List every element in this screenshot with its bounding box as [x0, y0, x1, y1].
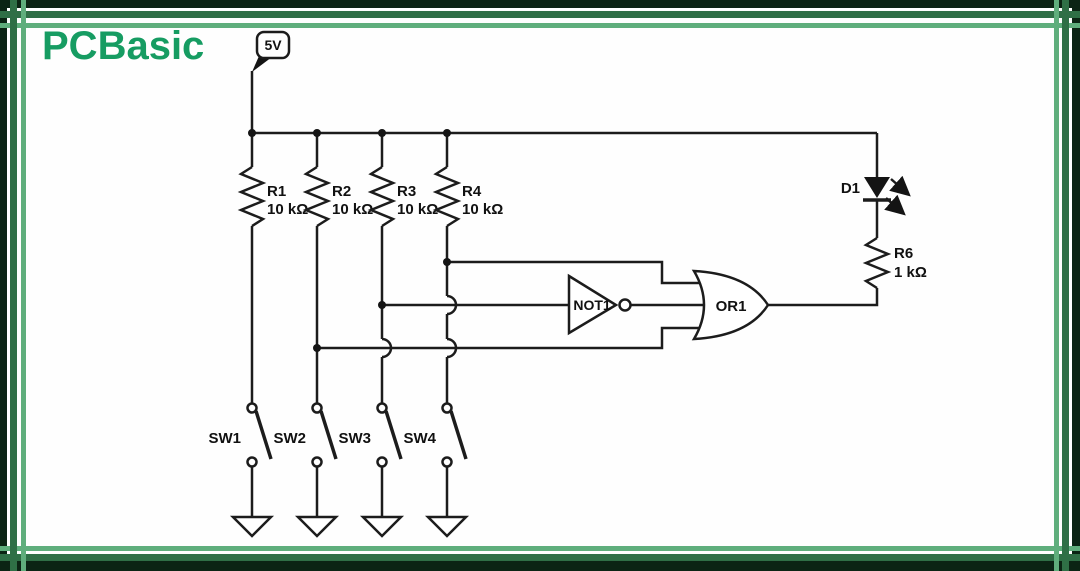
resistor-ref: R3 — [397, 183, 416, 200]
power-flag-box — [255, 30, 291, 60]
frame-line — [21, 0, 26, 571]
led-emission-arrow — [889, 175, 911, 197]
switch-terminal — [376, 456, 388, 468]
power-rail — [250, 71, 877, 135]
led-triangle — [864, 177, 890, 198]
switch-sw2: SW2 — [273, 402, 340, 538]
switch-terminal — [441, 456, 453, 468]
resistor-ref: R1 — [267, 183, 286, 200]
frame-line — [0, 23, 1080, 28]
frame-edge-right — [1072, 0, 1080, 571]
frame-line — [1062, 0, 1069, 571]
power-flag-tail — [252, 56, 272, 72]
ground-icon — [424, 515, 470, 538]
resistor-r6: R6 1 kΩ — [862, 236, 927, 290]
not-gate-triangle — [567, 273, 619, 336]
switch-sw1: SW1 — [208, 402, 275, 538]
switch-label: SW4 — [403, 430, 436, 447]
switch-terminal — [441, 402, 453, 414]
frame-edge-bottom — [0, 561, 1080, 571]
led-emission-arrow — [884, 194, 906, 216]
resistor-r1: R1 10 kΩ — [237, 165, 308, 228]
switch-terminal — [246, 402, 258, 414]
switch-lever — [319, 410, 338, 460]
frame-edge-left — [0, 0, 7, 571]
ground-icon — [229, 515, 275, 538]
junction-dots — [248, 129, 451, 352]
or-gate: OR1 — [691, 269, 770, 341]
resistor-ref: R6 — [894, 245, 913, 262]
resistor-r3: R3 10 kΩ — [367, 165, 438, 228]
resistor-r4: R4 10 kΩ — [432, 165, 503, 228]
led-d1: D1 — [841, 175, 911, 216]
switch-label: SW2 — [273, 430, 306, 447]
frame-line — [0, 546, 1080, 551]
resistor-branch-wires — [250, 133, 449, 403]
resistor-value: 10 kΩ — [397, 201, 438, 218]
switch-terminal — [246, 456, 258, 468]
resistor-r2: R2 10 kΩ — [302, 165, 373, 228]
or-gate-label: OR1 — [716, 298, 747, 315]
pcbasic-logo: PCBasic — [42, 24, 205, 68]
not-gate-bubble — [618, 298, 632, 312]
switch-label: SW1 — [208, 430, 241, 447]
switch-lever — [384, 410, 403, 460]
signal-wires — [317, 133, 879, 350]
frame-line — [10, 0, 17, 571]
resistor-ref: R4 — [462, 183, 482, 200]
frame-line — [0, 554, 1080, 561]
power-label: 5V — [264, 37, 282, 53]
resistor-value: 10 kΩ — [267, 201, 308, 218]
resistor-ref: R2 — [332, 183, 351, 200]
ground-icon — [359, 515, 405, 538]
resistor-value: 1 kΩ — [894, 264, 927, 281]
switch-sw4: SW4 — [403, 402, 470, 538]
not-gate-label: NOT1 — [573, 297, 611, 313]
switch-terminal — [311, 402, 323, 414]
resistor-value: 10 kΩ — [332, 201, 373, 218]
switch-terminal — [311, 456, 323, 468]
switch-terminal — [376, 402, 388, 414]
or-gate-body — [691, 269, 770, 341]
switch-lever — [254, 410, 273, 460]
switch-label: SW3 — [338, 430, 371, 447]
frame-line — [1054, 0, 1059, 571]
not-gate: NOT1 — [567, 273, 632, 336]
frame-edge-top — [0, 0, 1080, 8]
power-supply-5v: 5V — [252, 30, 291, 72]
switch-lever — [449, 410, 468, 460]
led-label: D1 — [841, 180, 860, 197]
frame-line — [0, 11, 1080, 18]
ground-icon — [294, 515, 340, 538]
resistor-value: 10 kΩ — [462, 201, 503, 218]
switch-sw3: SW3 — [338, 402, 405, 538]
